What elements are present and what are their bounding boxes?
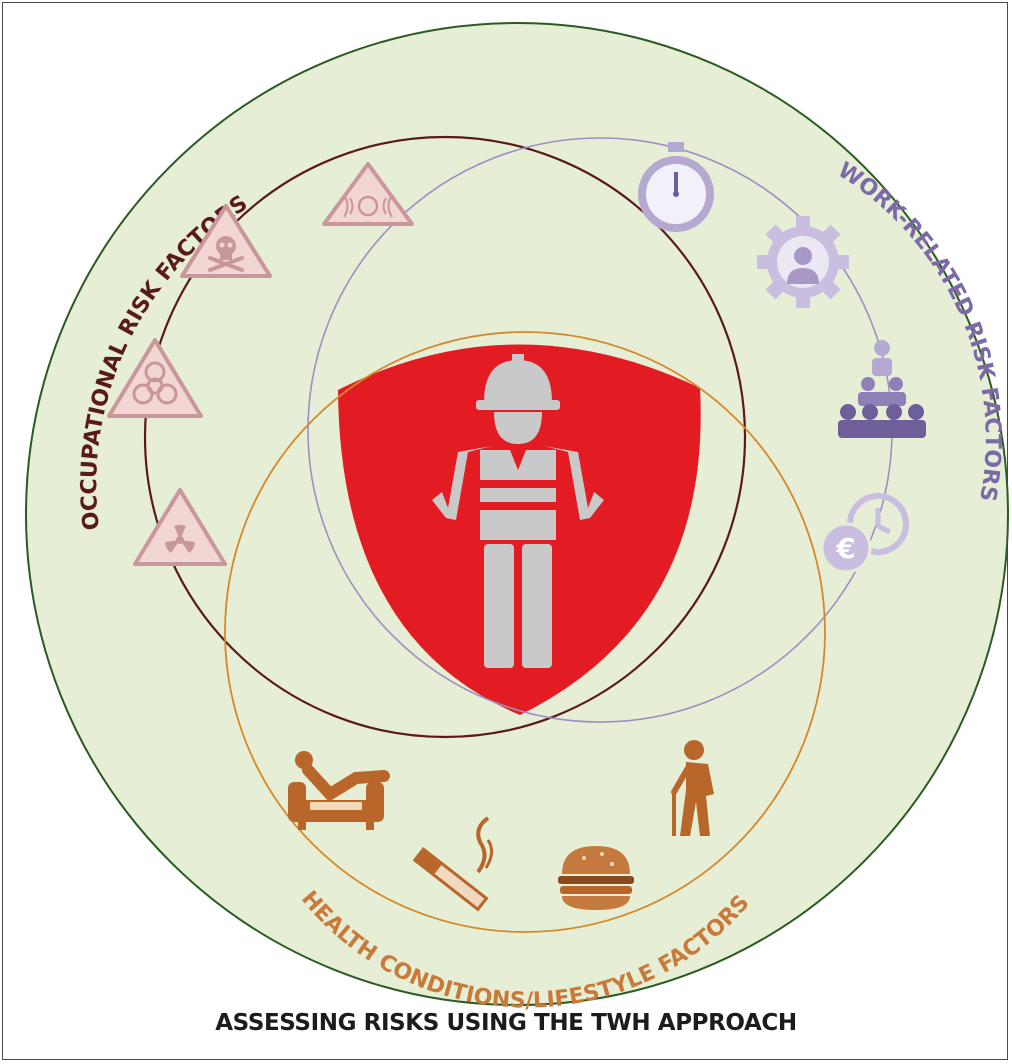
sofa-lounging-icon: [288, 751, 390, 830]
occupational-circle: [143, 135, 747, 739]
radiation-warning-icon: [133, 488, 227, 566]
toxic-warning-icon: [180, 204, 272, 278]
burger-icon: [558, 846, 634, 910]
construction-worker-icon: [432, 354, 604, 668]
noise-warning-icon: [322, 162, 414, 226]
gear-person-icon: [757, 216, 849, 308]
biohazard-warning-icon: [107, 338, 203, 418]
hierarchy-icon: [838, 340, 926, 438]
money-time-icon: €: [820, 493, 909, 574]
cigarette-icon: [412, 816, 493, 912]
health-circle: [224, 331, 826, 933]
stopwatch-icon: [638, 142, 714, 232]
elderly-person-icon: [671, 740, 714, 836]
svg-text:€: €: [835, 532, 855, 565]
diagram-caption: ASSESSING RISKS USING THE TWH APPROACH: [215, 1010, 797, 1036]
